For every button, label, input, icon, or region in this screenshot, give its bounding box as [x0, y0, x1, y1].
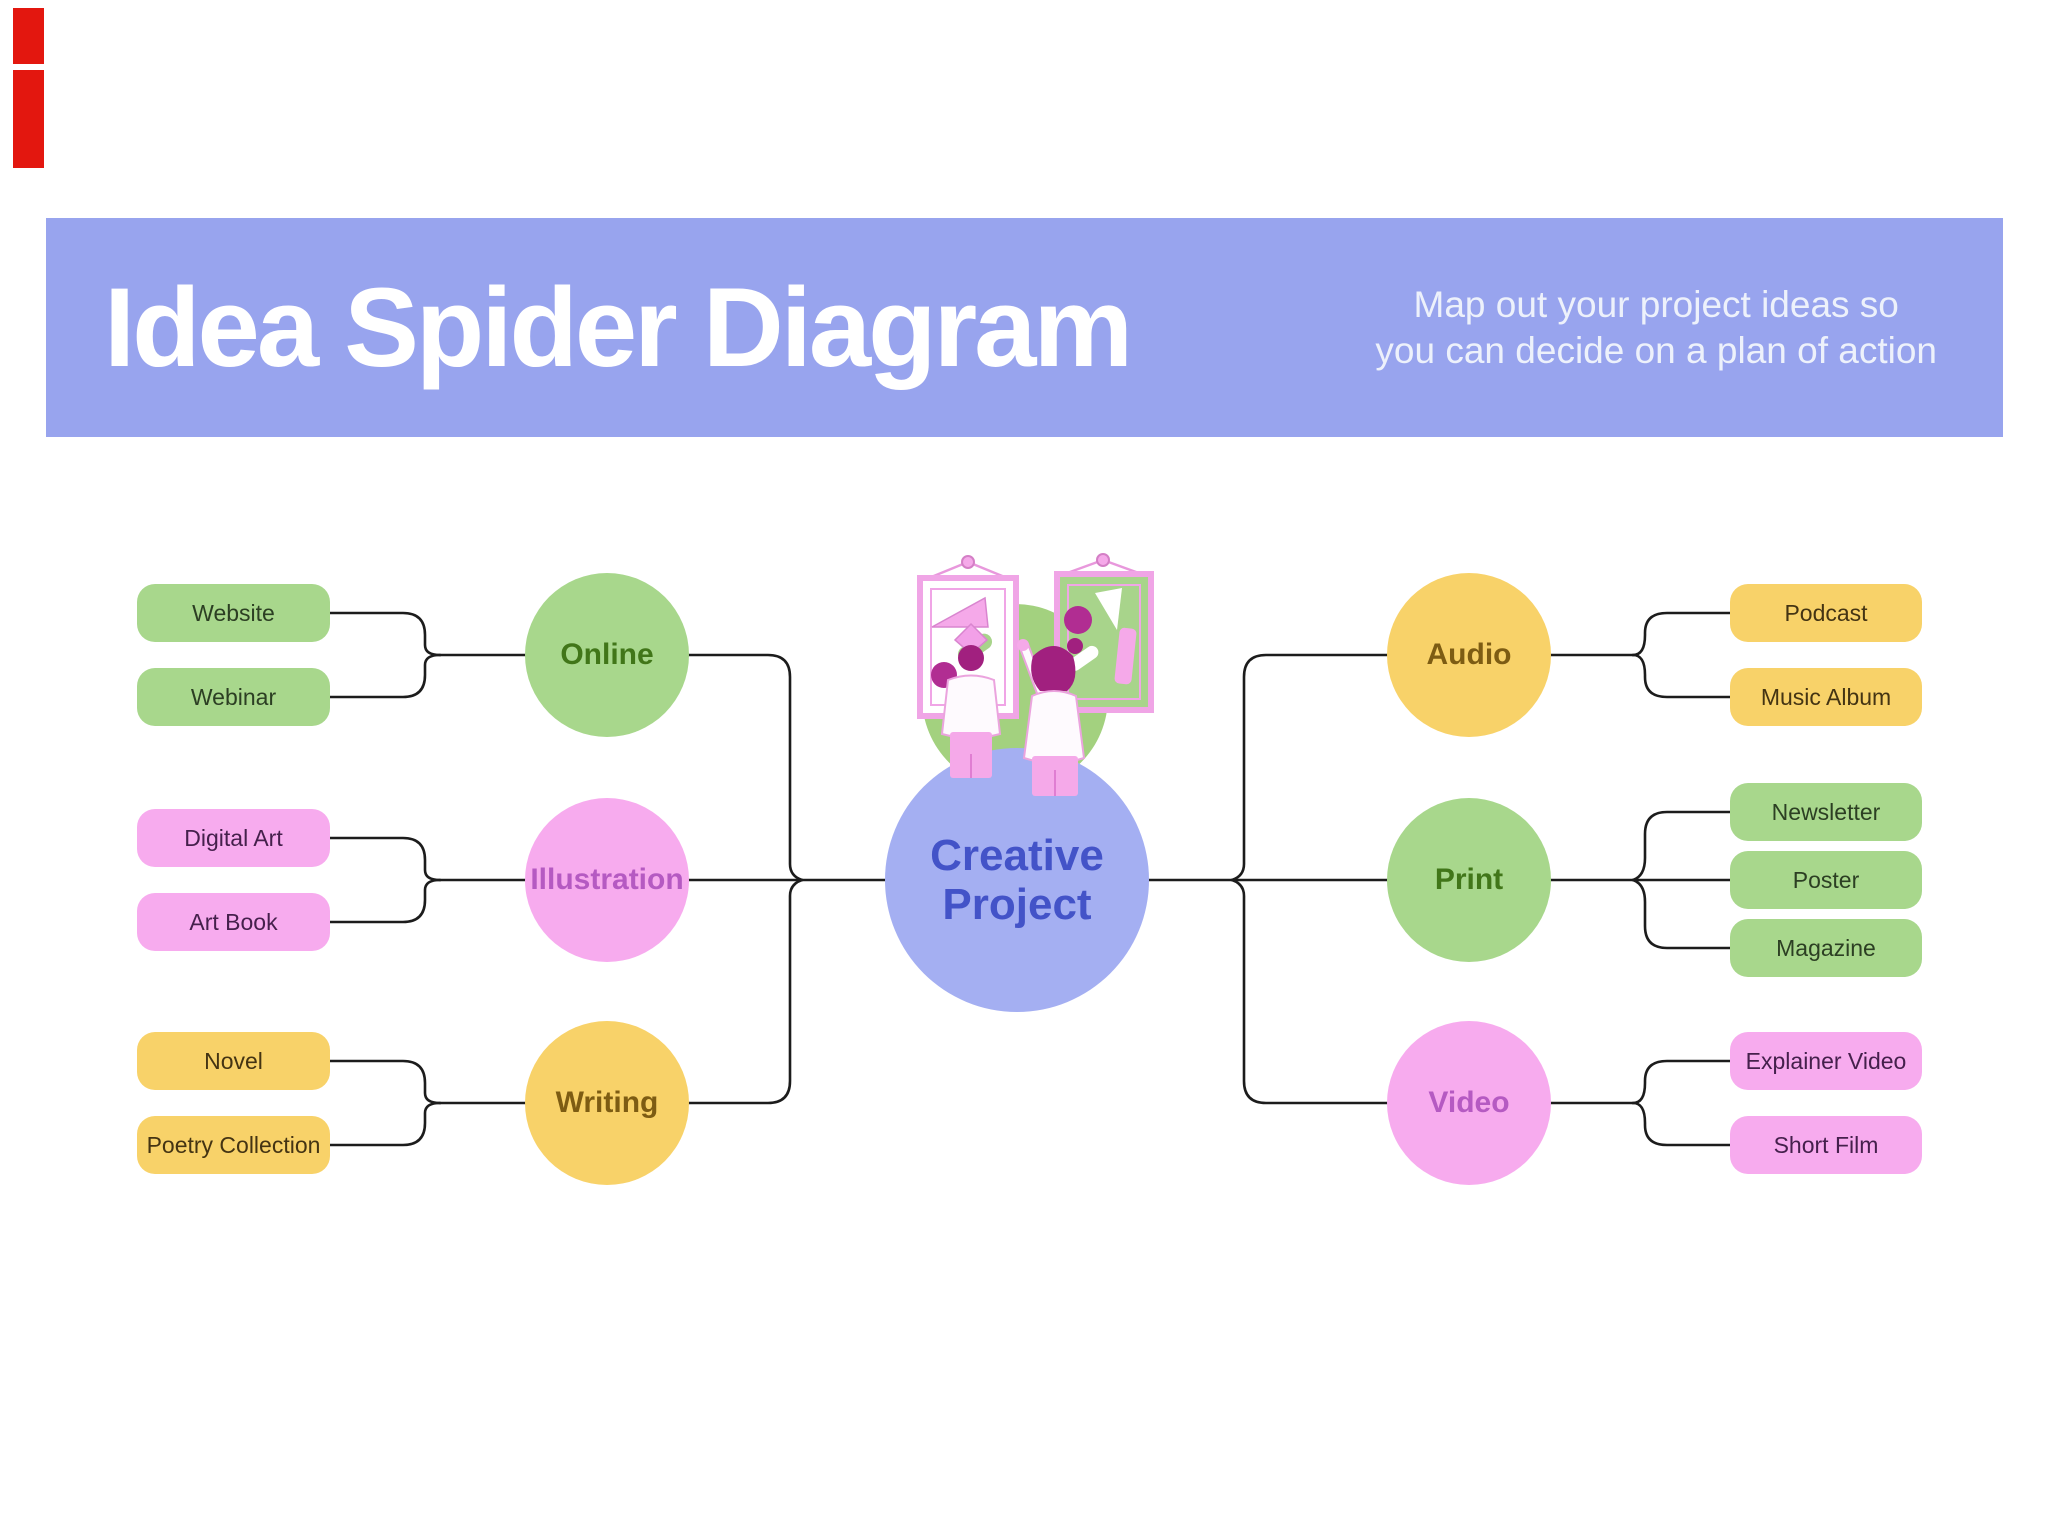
branch-video: Video	[1387, 1021, 1551, 1185]
branch-writing: Writing	[525, 1021, 689, 1185]
screen-edge-red-artifact	[13, 8, 44, 64]
leaf-music-album: Music Album	[1730, 668, 1922, 726]
picture-frame-right-icon	[1054, 553, 1154, 713]
subtitle-line-2: you can decide on a plan of action	[1375, 329, 1937, 371]
subtitle-line-1: Map out your project ideas so	[1413, 283, 1899, 325]
leaf-poetry-collection: Poetry Collection	[137, 1116, 330, 1174]
person-left-icon	[940, 622, 1002, 778]
person-right-icon	[1017, 638, 1086, 796]
branch-audio: Audio	[1387, 573, 1551, 737]
center-label-line-1: Creative	[930, 830, 1104, 880]
center-node-creative-project: Creative Project	[885, 748, 1149, 1012]
header-banner: Idea Spider Diagram Map out your project…	[46, 218, 2003, 437]
leaf-novel: Novel	[137, 1032, 330, 1090]
branch-illustration: Illustration	[525, 798, 689, 962]
center-node-label: Creative Project	[930, 831, 1104, 930]
branch-print: Print	[1387, 798, 1551, 962]
leaf-newsletter: Newsletter	[1730, 783, 1922, 841]
leaf-webinar: Webinar	[137, 668, 330, 726]
branch-online: Online	[525, 573, 689, 737]
leaf-podcast: Podcast	[1730, 584, 1922, 642]
leaf-explainer-video: Explainer Video	[1730, 1032, 1922, 1090]
screen-edge-red-artifact	[13, 70, 44, 168]
people-hanging-artwork-illustration	[885, 553, 1154, 1012]
leaf-art-book: Art Book	[137, 893, 330, 951]
leaf-short-film: Short Film	[1730, 1116, 1922, 1174]
page-title: Idea Spider Diagram	[104, 264, 1133, 390]
leaf-website: Website	[137, 584, 330, 642]
center-circle-fill	[885, 748, 1149, 1012]
page-subtitle: Map out your project ideas so you can de…	[1375, 282, 1937, 374]
leaf-magazine: Magazine	[1730, 919, 1922, 977]
leaf-poster: Poster	[1730, 851, 1922, 909]
center-label-line-2: Project	[942, 880, 1092, 929]
leaf-digital-art: Digital Art	[137, 809, 330, 867]
